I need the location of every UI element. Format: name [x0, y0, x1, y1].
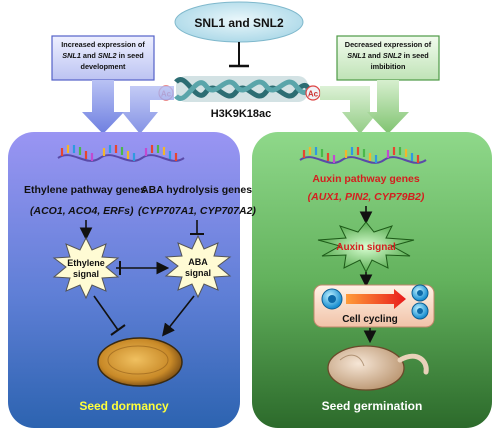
left-chromatin-arrow	[122, 86, 174, 134]
left-note-line3: development	[80, 62, 126, 71]
daughter-nucleus-icon-bottom	[417, 308, 423, 314]
aba-signal-line2: signal	[185, 268, 211, 278]
ethylene-gene-list: (ACO1, ACO4, ERFs)	[30, 205, 134, 217]
aba-genes-title: ABA hydrolysis genes	[141, 184, 252, 196]
dormant-seed-inner	[107, 345, 169, 375]
aba-signal-burst	[164, 234, 232, 299]
ethylene-to-seed-bar	[110, 324, 126, 336]
ethylene-to-seed-line	[93, 295, 119, 331]
dormant-seed	[97, 337, 183, 387]
aba-to-seed-arrow	[162, 295, 195, 337]
cell-cycling-label: Cell cycling	[342, 314, 398, 325]
ethylene-genes-title: Ethylene pathway genes	[24, 184, 146, 196]
mrna-strand-left	[57, 145, 185, 162]
chromatin-helix	[174, 76, 311, 102]
histone-mark-label: H3K9K18ac	[211, 108, 272, 120]
right-note-line1: Decreased expression of	[345, 40, 432, 49]
aba-signal-line1: ABA	[188, 257, 208, 267]
division-arrow-icon	[346, 289, 406, 309]
daughter-nucleus-icon-top	[417, 290, 423, 296]
acetyl-label-right: Ac	[308, 90, 319, 99]
seed-germination-label: Seed germination	[322, 399, 423, 413]
right-down-arrow	[367, 80, 409, 134]
left-panel	[8, 132, 240, 428]
seed-dormancy-label: Seed dormancy	[79, 399, 169, 413]
germinating-seed	[327, 345, 429, 391]
auxin-gene-list: (AUX1, PIN2, CYP79B2)	[308, 191, 425, 203]
regulator-label: SNL1 and SNL2	[194, 16, 284, 30]
ethylene-signal-burst	[52, 236, 120, 300]
aba-gene-list: (CYP707A1, CYP707A2)	[138, 205, 256, 217]
right-chromatin-arrow	[320, 86, 378, 134]
left-down-arrow	[82, 80, 124, 134]
right-note-line3: imbibition	[371, 62, 406, 71]
ethylene-signal-line2: signal	[73, 269, 99, 279]
auxin-signal-label: Auxin signal	[336, 242, 396, 253]
left-note-line1: Increased expression of	[61, 40, 145, 49]
mrna-strand-right	[299, 147, 427, 164]
ethylene-signal-line1: Ethylene	[67, 258, 105, 268]
left-note-box	[51, 35, 155, 81]
left-note-line2: SNL1 and SNL2 in seed	[62, 51, 144, 60]
single-cell-nucleus-icon	[328, 295, 336, 303]
right-note-line2: SNL1 and SNL2 in seed	[347, 51, 429, 60]
cell-cycle-box	[313, 284, 435, 328]
auxin-genes-title: Auxin pathway genes	[312, 173, 420, 185]
